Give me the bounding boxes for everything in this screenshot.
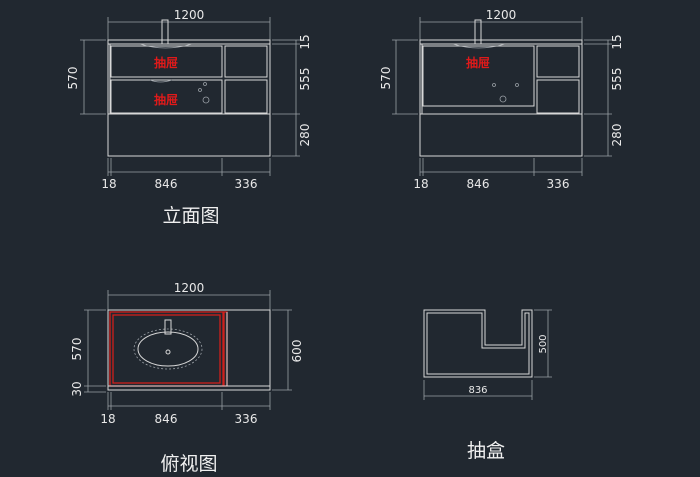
plan-drawer-red-outline	[109, 311, 224, 387]
dim-width-336: 336	[235, 177, 258, 191]
drawer-label: 抽屉	[466, 55, 490, 70]
basin-underside	[149, 79, 173, 83]
right-shelf-upper	[536, 45, 580, 78]
dim-height-15: 15	[298, 34, 312, 49]
lower-drawer	[110, 79, 223, 114]
plan-outline	[107, 309, 271, 391]
basin-rim	[133, 328, 203, 370]
dim-width-336: 336	[547, 177, 570, 191]
dim-width-1200: 1200	[486, 8, 517, 22]
dim-height-570: 570	[379, 67, 393, 90]
drawer-box-outer	[423, 309, 533, 378]
plan-caption: 俯视图	[160, 453, 217, 475]
dim-width-18: 18	[100, 412, 115, 426]
basin-curve	[139, 43, 193, 49]
drain-icon	[165, 349, 171, 355]
knob-icon	[492, 83, 496, 87]
drain-icon	[202, 96, 210, 104]
dim-width-846: 846	[467, 177, 490, 191]
cabinet-outline	[419, 39, 583, 157]
dim-depth-570: 570	[70, 338, 84, 361]
dim-width-836: 836	[468, 385, 487, 396]
knob-icon	[198, 88, 202, 92]
dim-width-336: 336	[235, 412, 258, 426]
faucet-icon	[164, 319, 172, 335]
dim-width-1200: 1200	[174, 8, 205, 22]
dim-height-280: 280	[298, 124, 312, 147]
drain-icon	[499, 95, 507, 103]
elevation-view-with-drawers: 1200 抽屉 抽屉 570 15 555 280	[66, 8, 312, 191]
basin-icon	[137, 331, 199, 367]
dim-height-500: 500	[538, 334, 549, 353]
dim-depth-600: 600	[290, 340, 304, 363]
drawer-box-view: 500 836 抽盒	[423, 309, 552, 462]
dim-width-18: 18	[101, 177, 116, 191]
knob-icon	[515, 83, 519, 87]
elevation-view-single-drawer: 1200 抽屉 570 15 555 280 18 846 33	[379, 8, 624, 191]
dim-height-15: 15	[610, 34, 624, 49]
dim-height-555: 555	[298, 68, 312, 91]
drawer-label-lower: 抽屉	[154, 92, 178, 107]
cabinet-outline	[107, 39, 271, 157]
knob-icon	[203, 82, 207, 86]
dim-depth-30: 30	[70, 381, 84, 396]
dim-width-18: 18	[413, 177, 428, 191]
dim-height-570: 570	[66, 67, 80, 90]
elevation-caption: 立面图	[162, 205, 219, 227]
right-shelf-lower	[536, 79, 580, 114]
dim-width-846: 846	[155, 177, 178, 191]
dim-height-555: 555	[610, 68, 624, 91]
drawer-box-inner	[426, 312, 530, 375]
drawer-box-caption: 抽盒	[467, 440, 505, 462]
dim-width-846: 846	[155, 412, 178, 426]
basin-curve	[452, 43, 506, 49]
dim-width-1200: 1200	[174, 281, 205, 295]
single-drawer	[422, 45, 535, 107]
drawer-label-upper: 抽屉	[154, 55, 178, 70]
upper-drawer	[110, 45, 223, 78]
right-shelf-upper	[224, 45, 268, 78]
plan-view: 1200 570 30 600 18 846 336 俯视图	[70, 281, 304, 475]
right-shelf-lower	[224, 79, 268, 114]
dim-height-280: 280	[610, 124, 624, 147]
plan-drawer-red-inner	[112, 314, 221, 384]
